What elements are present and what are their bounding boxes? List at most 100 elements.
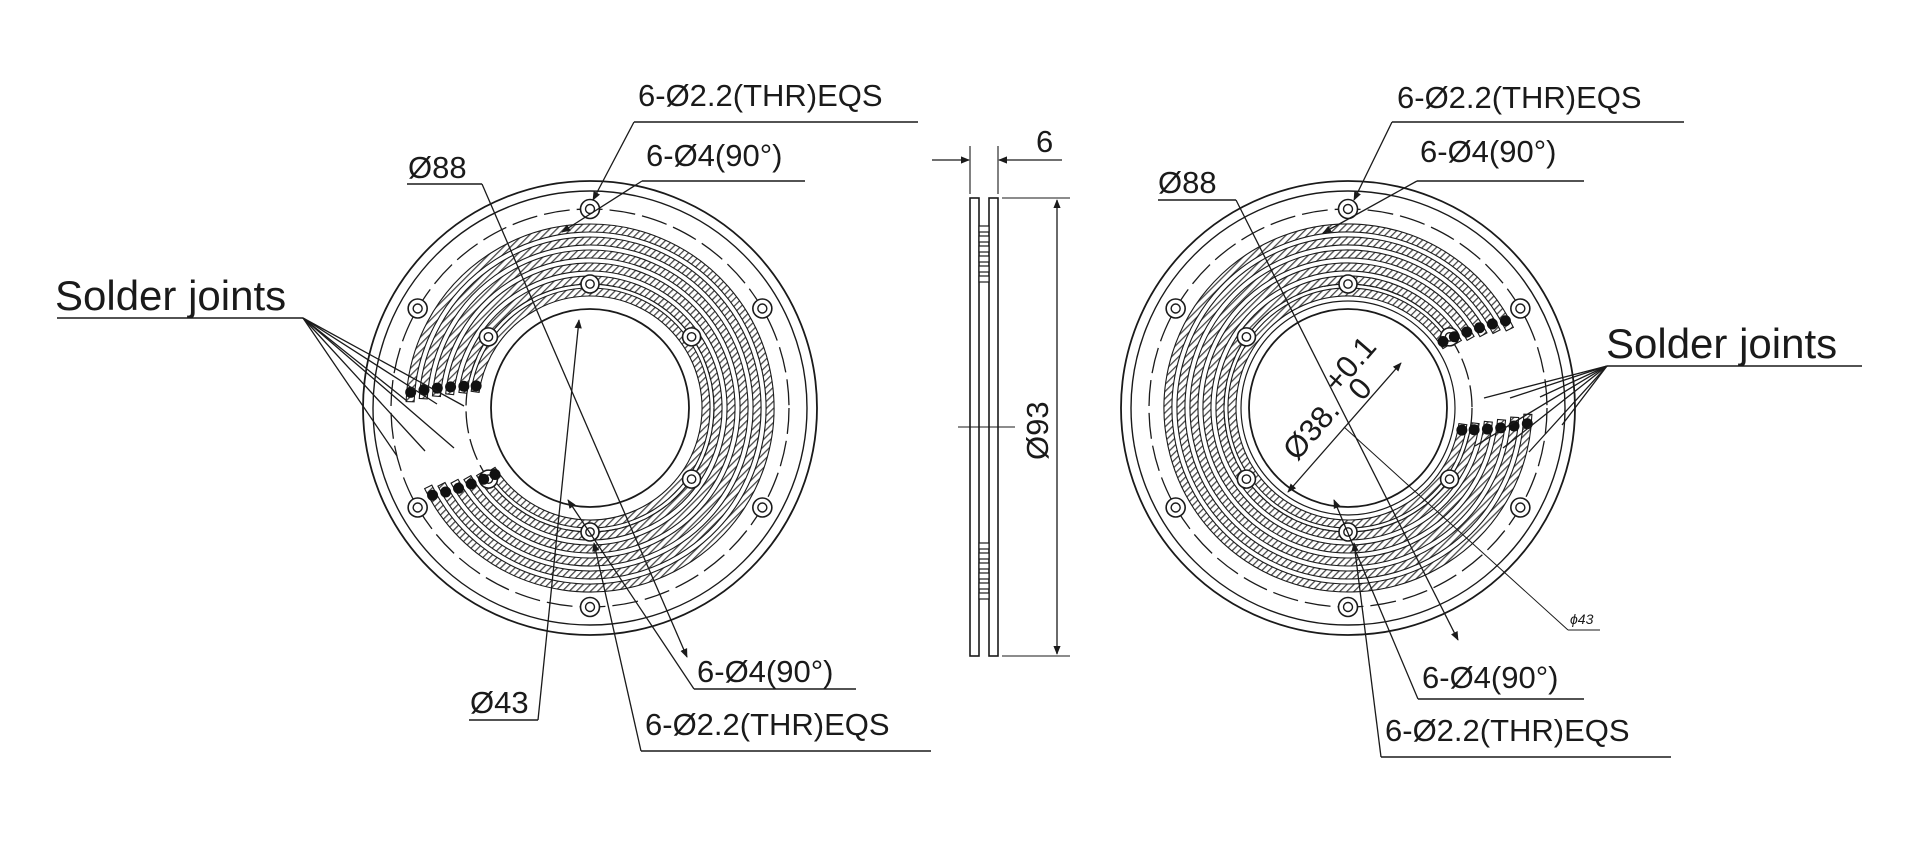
right-track-4 — [1202, 262, 1493, 554]
left-track-2 — [418, 236, 762, 580]
left-inner-hole-countersink — [580, 274, 600, 294]
right-solder-joint — [1456, 424, 1468, 436]
left-solder-joint — [470, 380, 482, 392]
side-contact-bottom — [978, 592, 990, 600]
left-solder-joint — [458, 380, 470, 392]
left-track-5 — [458, 275, 723, 541]
side-overall-dia-label: Ø93 — [1020, 401, 1055, 460]
left-solder-joint — [445, 381, 457, 393]
right-inner-hole — [1343, 527, 1353, 537]
right-inner-hole-countersink — [1236, 469, 1257, 489]
right-inner-hole — [1241, 474, 1252, 485]
left-outer-hole-countersink — [752, 298, 773, 319]
left-bottom-countersink-label: 6-Ø4(90°) — [697, 654, 833, 689]
left-inner-hole-countersink — [681, 469, 702, 489]
side-contact-bottom — [978, 572, 990, 580]
left-inner-hole — [585, 279, 595, 289]
side-contact-bottom — [978, 582, 990, 590]
right-track-5 — [1215, 275, 1480, 541]
left-outer-hole — [412, 303, 423, 314]
left-solder-joint — [440, 486, 452, 498]
right-outer-hole — [1342, 601, 1354, 613]
left-top-countersink-label: 6-Ø4(90°) — [646, 138, 782, 173]
right-inner-hole-countersink — [1338, 274, 1358, 294]
left-solder-joint — [453, 482, 465, 494]
right-inner-ref-dia-label: ϕ43 — [1570, 611, 1594, 627]
left-inner-hole — [585, 527, 595, 537]
left-solder-joint — [465, 478, 477, 490]
right-solder-joints-label: Solder joints — [1606, 320, 1837, 367]
right-top-thru-holes-label: 6-Ø2.2(THR)EQS — [1397, 80, 1642, 115]
right-inner-hole — [1343, 279, 1353, 289]
left-outer-hole-countersink — [407, 497, 428, 518]
right-solder-joint — [1499, 315, 1511, 327]
side-contact-top — [978, 255, 990, 263]
side-view: 6 Ø93 — [932, 124, 1070, 657]
right-outer-hole-countersink — [1165, 497, 1186, 518]
left-outer-hole-countersink — [407, 298, 428, 319]
left-outer-edge-inner — [372, 190, 808, 626]
left-solder-joint — [418, 384, 430, 396]
right-inner-pitch-circle — [1223, 283, 1473, 533]
side-contact-rings — [978, 225, 990, 600]
left-solder-joint — [427, 489, 439, 501]
side-contact-bottom — [978, 542, 990, 550]
right-outer-hole-countersink — [1510, 497, 1531, 518]
right-outer-hole — [1515, 502, 1526, 513]
right-leaders — [1158, 121, 1862, 758]
right-solder-joint — [1495, 422, 1507, 434]
left-inner-dia-label: Ø43 — [470, 685, 529, 720]
right-outer-hole — [1170, 303, 1181, 314]
right-solder-joint — [1448, 331, 1460, 343]
side-contact-top — [978, 235, 990, 243]
left-outer-hole-countersink — [752, 497, 773, 518]
side-contact-top — [978, 225, 990, 233]
left-inner-hole-countersink — [681, 327, 702, 347]
right-outer-hole — [1342, 203, 1354, 215]
left-solder-joint — [478, 473, 490, 485]
right-outer-hole-countersink — [1165, 298, 1186, 319]
left-outer-hole — [412, 502, 423, 513]
left-ring-body — [362, 180, 818, 636]
side-contact-bottom — [978, 552, 990, 560]
side-contact-bottom — [978, 562, 990, 570]
left-solder-joint — [405, 386, 417, 398]
left-inner-hole — [686, 331, 697, 342]
side-contact-top — [978, 275, 990, 283]
right-bottom-thru-holes-label: 6-Ø2.2(THR)EQS — [1385, 713, 1630, 748]
left-outer-hole — [584, 601, 596, 613]
right-solder-joint — [1437, 335, 1449, 347]
right-inner-hole-countersink — [1236, 327, 1257, 347]
left-mounting-holes — [407, 198, 773, 618]
left-solder-joints-label: Solder joints — [55, 272, 286, 319]
right-solder-joint — [1521, 418, 1533, 430]
left-track-4 — [445, 262, 736, 554]
left-leaders — [57, 121, 931, 752]
left-track-1 — [405, 223, 775, 593]
right-solder-joint — [1481, 423, 1493, 435]
right-outer-hole-countersink — [1510, 298, 1531, 319]
right-ring-view: Solder joints Ø88 Ø38. +0.1 0 ϕ43 6-Ø2.2… — [1120, 80, 1862, 758]
right-ring-body — [1120, 180, 1576, 636]
right-top-countersink-label: 6-Ø4(90°) — [1420, 134, 1556, 169]
left-solder-joint — [431, 382, 443, 394]
left-outer-dia-label: Ø88 — [408, 150, 467, 185]
left-bottom-thru-holes-label: 6-Ø2.2(THR)EQS — [645, 707, 890, 742]
left-bore — [490, 308, 690, 508]
left-solder-joint — [489, 469, 501, 481]
right-bore-ref — [1240, 300, 1456, 516]
right-solder-joint — [1486, 318, 1498, 330]
left-outer-hole-countersink — [579, 198, 601, 220]
right-bottom-countersink-label: 6-Ø4(90°) — [1422, 660, 1558, 695]
side-contact-top — [978, 265, 990, 273]
right-outer-dia-label: Ø88 — [1158, 165, 1217, 200]
right-outer-hole — [1515, 303, 1526, 314]
left-ring-view: Solder joints Ø88 Ø43 6-Ø2.2(THR)EQS 6-Ø… — [55, 78, 931, 752]
side-thickness-label: 6 — [1036, 124, 1053, 159]
left-inner-hole-countersink — [478, 327, 499, 347]
right-inner-hole — [1241, 331, 1252, 342]
left-outer-hole — [757, 502, 768, 513]
left-inner-hole — [483, 331, 494, 342]
left-track-3 — [431, 249, 749, 567]
